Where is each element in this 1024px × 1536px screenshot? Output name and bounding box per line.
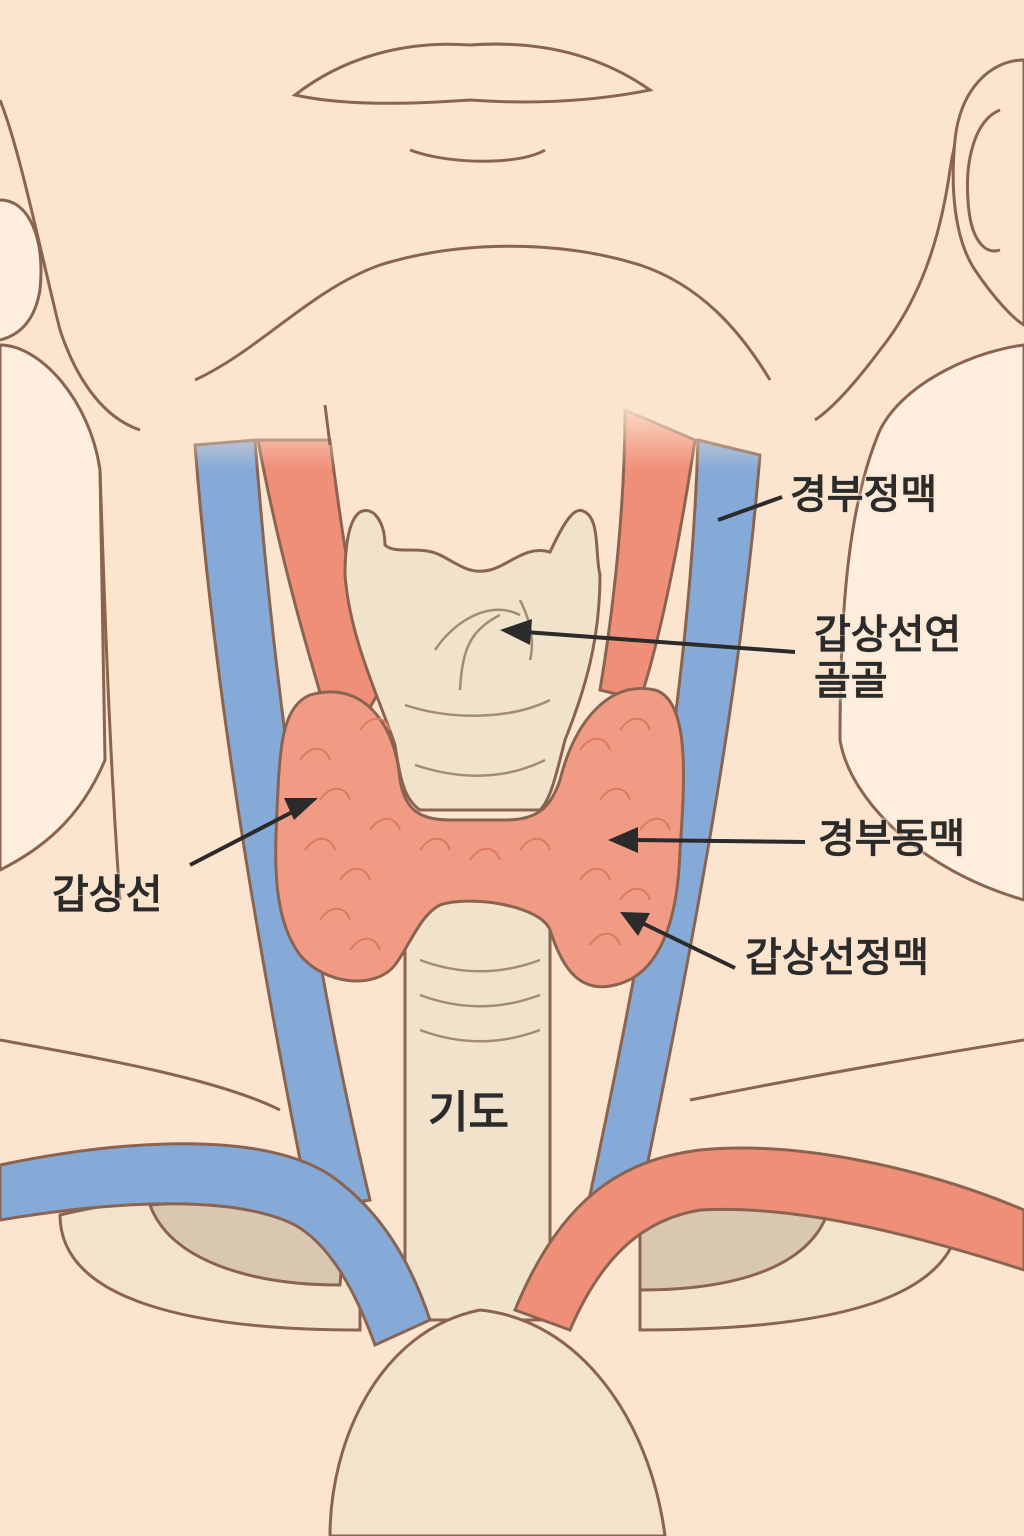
cartilage-detail bbox=[433, 608, 521, 651]
right-shoulder bbox=[838, 343, 1024, 902]
thyroid-cartilage bbox=[343, 508, 602, 812]
vessel-top-line bbox=[323, 404, 332, 446]
chin-outline bbox=[194, 244, 772, 382]
sternum bbox=[328, 1308, 667, 1536]
cartilage-detail bbox=[404, 698, 551, 717]
label-thyroid-gland: 갑상선 bbox=[52, 872, 163, 918]
pointer-arrowheads bbox=[284, 619, 650, 936]
right-subclavian-artery bbox=[513, 1146, 1024, 1332]
pointer-thyroid-cartilage bbox=[524, 630, 796, 654]
left-ear bbox=[0, 198, 43, 342]
arrowhead bbox=[608, 827, 638, 853]
left-subclavian-vein bbox=[0, 1142, 432, 1348]
trachea-ring bbox=[419, 958, 541, 973]
label-carotid-artery: 경부동맥 bbox=[818, 816, 966, 862]
pointer-carotid-artery bbox=[629, 838, 806, 844]
arrowhead bbox=[620, 912, 650, 936]
trachea-ring bbox=[419, 993, 541, 1008]
cartilage-detail bbox=[414, 758, 546, 777]
label-thyroid-cartilage-line1: 갑상선연 bbox=[814, 612, 962, 658]
thyroid-texture bbox=[299, 717, 671, 951]
right-ear bbox=[951, 58, 1024, 327]
pointer-lines bbox=[189, 495, 806, 970]
thyroid-gland bbox=[274, 687, 686, 989]
left-jaw-outline bbox=[0, 99, 141, 432]
right-ear-inner bbox=[966, 108, 1001, 253]
left-shoulder bbox=[0, 343, 107, 872]
right-collarbone-line bbox=[689, 1038, 1024, 1102]
trachea-ring bbox=[419, 1028, 541, 1043]
label-jugular-vein: 경부정맥 bbox=[790, 472, 938, 518]
lips bbox=[291, 42, 654, 105]
label-thyroid-cartilage-line2: 골골 bbox=[814, 658, 888, 704]
cartilage-detail bbox=[458, 613, 501, 691]
arrowhead bbox=[500, 619, 532, 645]
vessel-fade bbox=[180, 400, 780, 470]
neck-left-edge bbox=[98, 469, 122, 901]
left-collarbone-line bbox=[0, 1038, 281, 1112]
arrowhead bbox=[284, 798, 318, 820]
pointer-thyroid-vein bbox=[639, 920, 736, 970]
label-thyroid-cartilage: 갑상선연 골골 bbox=[814, 612, 961, 704]
pointer-thyroid-gland bbox=[189, 806, 301, 867]
pointer-jugular-vein bbox=[717, 495, 783, 522]
label-thyroid-vein: 갑상선정맥 bbox=[745, 935, 929, 981]
label-trachea: 기도 bbox=[428, 1087, 509, 1138]
lower-lip-line bbox=[409, 148, 546, 163]
